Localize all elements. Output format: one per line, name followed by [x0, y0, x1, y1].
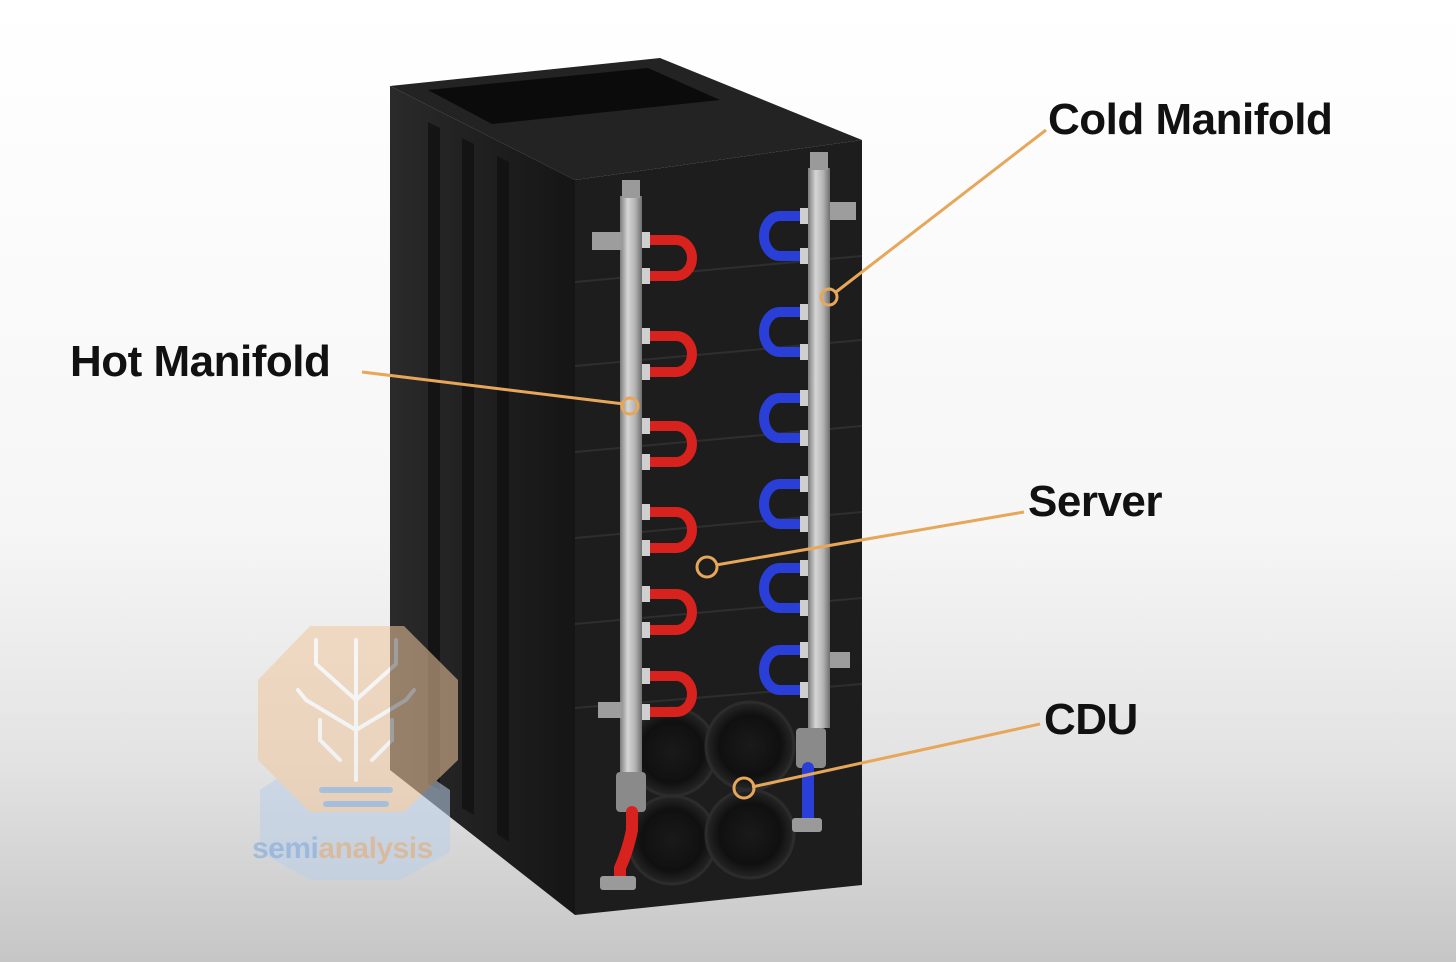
cold-manifold-bracket-top: [830, 202, 856, 220]
hot-manifold-bracket-top: [592, 232, 622, 250]
watermark-text: semianalysis: [252, 832, 433, 866]
label-server: Server: [1028, 480, 1162, 524]
hot-manifold-pipe: [620, 196, 642, 776]
leader-cold-manifold: [836, 130, 1046, 292]
hot-manifold-valve: [616, 772, 646, 812]
label-cold-manifold: Cold Manifold: [1048, 98, 1332, 142]
cold-manifold-valve: [796, 728, 826, 768]
hot-manifold-cap: [622, 180, 640, 198]
label-hot-manifold: Hot Manifold: [70, 340, 330, 384]
watermark-text-analysis: analysis: [318, 832, 432, 865]
hot-manifold-bracket-bottom: [598, 702, 622, 718]
cold-manifold-bracket-mid: [830, 652, 850, 668]
label-cdu: CDU: [1044, 698, 1138, 742]
watermark-text-semi: semi: [252, 832, 318, 865]
cold-manifold-cap: [810, 152, 828, 170]
cold-manifold-pipe: [808, 168, 830, 728]
